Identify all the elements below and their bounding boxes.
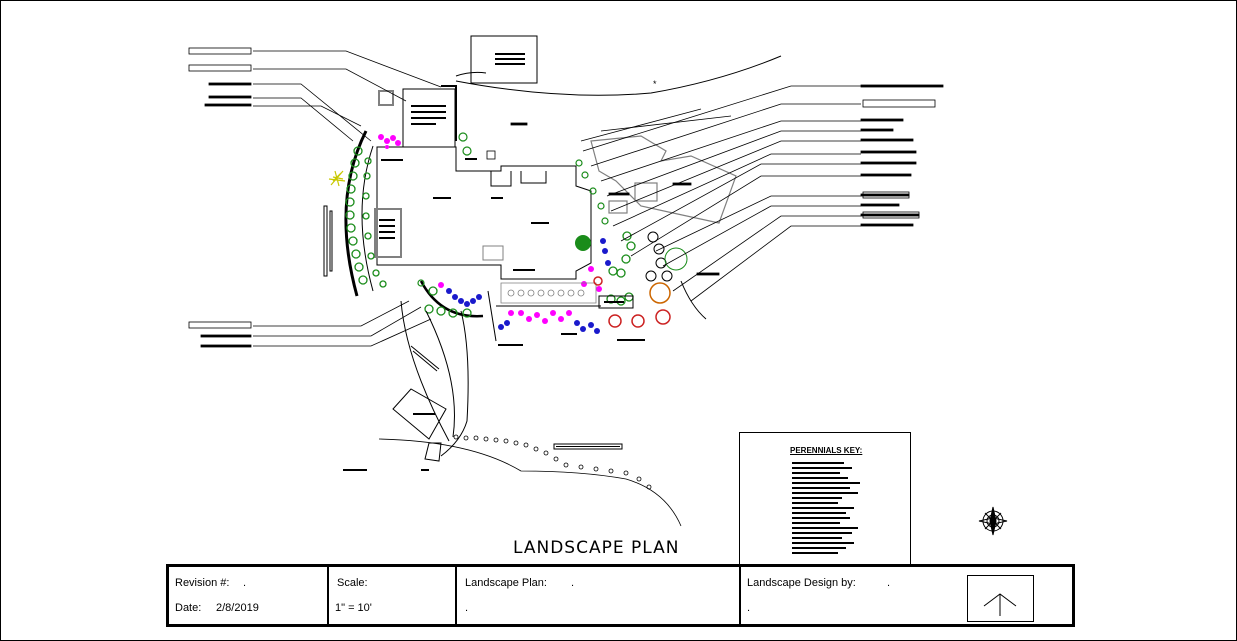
scale-label: Scale:: [337, 577, 368, 589]
date-value: 2/8/2019: [216, 602, 259, 614]
designer-value-2: .: [747, 602, 751, 614]
north-arrow-icon: [983, 593, 1017, 616]
east-edge: [680, 280, 707, 320]
designer-cell: Landscape Design by: . .: [741, 567, 1072, 624]
plan-label: Landscape Plan:: [465, 577, 547, 589]
parking-label: [495, 53, 525, 65]
house-labels: [379, 158, 549, 271]
revision-cell: Revision #: . Date: 2/8/2019: [169, 567, 329, 624]
footpath: [400, 300, 469, 457]
designer-value: .: [887, 577, 891, 589]
garage-labels: [411, 105, 446, 125]
shed-label: [413, 413, 435, 415]
south-labels: [498, 295, 645, 346]
right-labels: [486, 84, 944, 276]
driveway: [455, 35, 782, 96]
right-leader-lines: [580, 85, 861, 302]
south-bed-outline: [419, 280, 601, 342]
perennials-key: PERENNIALS KEY:: [739, 432, 911, 566]
designer-label: Landscape Design by:: [747, 577, 856, 589]
south-paving: [500, 282, 597, 304]
compass-rose-icon: [978, 506, 1008, 536]
south-magenta-flowers: [438, 266, 602, 324]
west-planting-bed: [323, 130, 374, 297]
drawing-title: LANDSCAPE PLAN: [513, 538, 680, 558]
perennials-key-list: [792, 462, 860, 554]
perennials-key-title: PERENNIALS KEY:: [790, 446, 863, 455]
revision-label: Revision #:: [175, 577, 230, 589]
plan-value-2: .: [465, 602, 469, 614]
west-shrubs: [345, 146, 387, 288]
east-red-trees: [593, 276, 671, 328]
revision-value: .: [243, 577, 247, 589]
marker-asterisk: *: [653, 79, 657, 89]
specimen-shrub: [575, 235, 591, 251]
orange-tree: [649, 282, 671, 304]
scale-value: 1" = 10': [335, 602, 372, 614]
left-leader-lines: [253, 50, 442, 347]
south-ground-labels: [343, 443, 623, 471]
north-shrubs: [417, 132, 609, 287]
plan-value: .: [571, 577, 575, 589]
shed: [392, 388, 447, 462]
date-label: Date:: [175, 602, 202, 614]
south-tree-line: [378, 434, 682, 527]
main-house: [374, 146, 592, 280]
title-block: Revision #: . Date: 2/8/2019 Scale: 1" =…: [166, 564, 1075, 627]
north-arrow-box: [967, 575, 1034, 622]
south-shrubs: [424, 231, 636, 318]
south-blue-flowers: [446, 238, 611, 334]
left-labels: [188, 47, 252, 348]
west-perennials: [378, 134, 401, 149]
scale-cell: Scale: 1" = 10': [329, 567, 457, 624]
east-trees: [645, 231, 688, 282]
yellow-accent: [328, 170, 346, 187]
landscape-plan-cell: Landscape Plan: . .: [457, 567, 741, 624]
